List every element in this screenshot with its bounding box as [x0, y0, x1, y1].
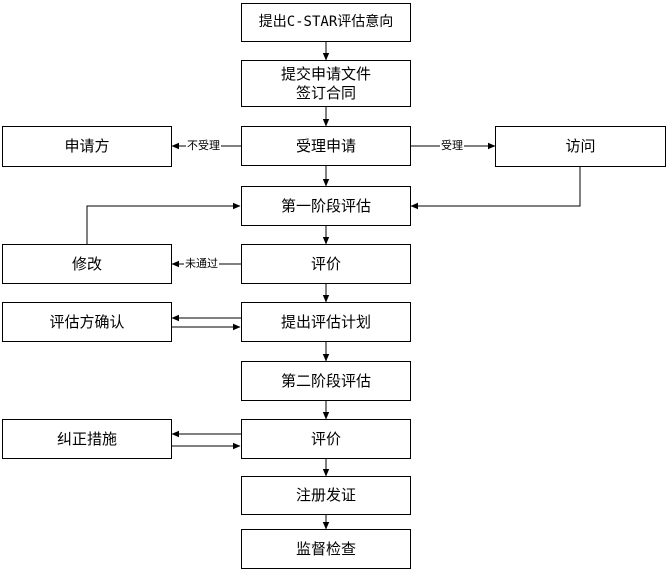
node-supervise: 监督检查 — [241, 529, 411, 569]
node-accept: 受理申请 — [241, 126, 411, 166]
node-revise: 修改 — [2, 244, 172, 284]
node-review-1: 评价 — [241, 244, 411, 284]
node-applicant: 申请方 — [2, 126, 172, 167]
node-plan: 提出评估计划 — [241, 302, 411, 342]
arrow-visit-to-stage1 — [410, 167, 581, 210]
node-stage1: 第一阶段评估 — [241, 186, 411, 226]
node-confirm: 评估方确认 — [2, 302, 172, 342]
node-intent: 提出C-STAR评估意向 — [241, 3, 411, 42]
arrow-revise-to-stage1 — [86, 202, 241, 244]
node-contract: 提交申请文件 签订合同 — [241, 60, 411, 107]
label-not-passed: 未通过 — [184, 257, 219, 270]
label-not-accepted: 不受理 — [186, 139, 221, 152]
label-accepted: 受理 — [440, 139, 464, 152]
node-corrective: 纠正措施 — [2, 419, 172, 459]
node-review-2: 评价 — [241, 419, 411, 459]
node-stage2: 第二阶段评估 — [241, 361, 411, 401]
node-certify: 注册发证 — [241, 476, 411, 515]
node-visit: 访问 — [495, 126, 666, 167]
